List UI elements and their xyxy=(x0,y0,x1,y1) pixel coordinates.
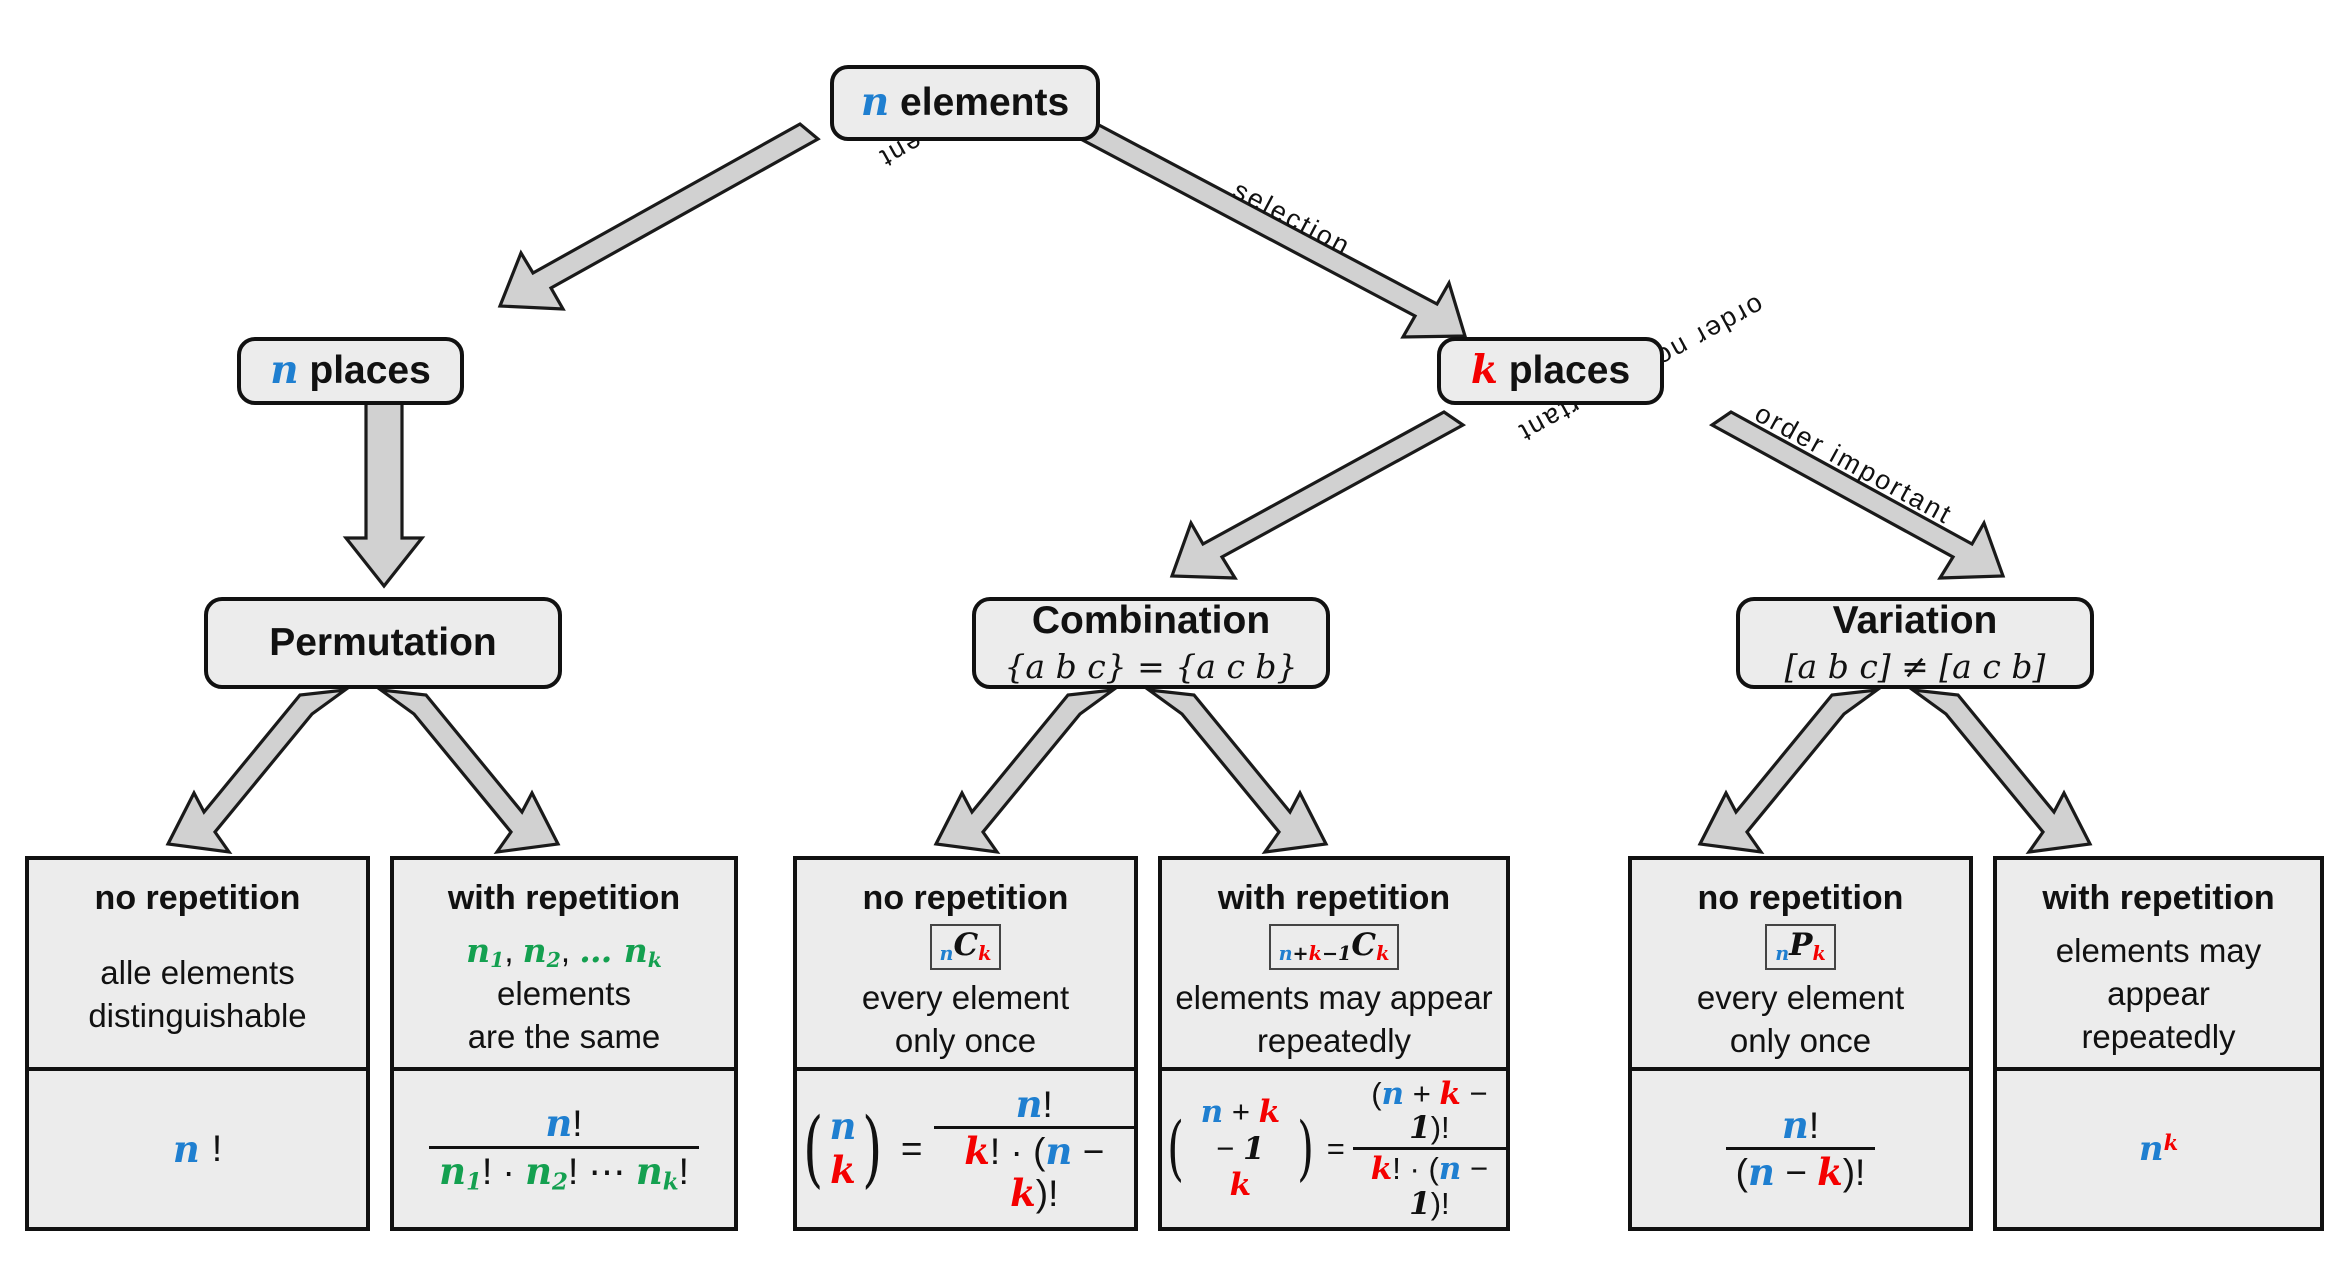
card-caption: no repetition xyxy=(1697,879,1904,917)
card-description: every element only once xyxy=(1632,972,1969,1067)
card-description: elements may appear repeatedly xyxy=(1997,922,2320,1067)
fraction-denominator: k! · (n − 1)! xyxy=(1352,1147,1506,1221)
card-formula: n! xyxy=(29,1067,366,1227)
card-symbol: n+k−1Ck xyxy=(1268,924,1400,971)
card-caption: with repetition xyxy=(2042,879,2275,917)
desc-line-2: only once xyxy=(894,1021,1037,1059)
symbol-n: n xyxy=(270,347,299,394)
card-formula: n! (n − k)! xyxy=(1632,1067,1969,1227)
arrow-variation-no-rep xyxy=(1697,687,1883,855)
node-combination-title: Combination xyxy=(1031,598,1271,642)
formula-exponent-k: k xyxy=(2163,1129,2179,1155)
arrow-permutation-no-rep xyxy=(165,687,351,855)
card-description: every element only once xyxy=(797,972,1134,1067)
fraction-numerator: n! xyxy=(1781,1102,1820,1147)
arrow-combination-with-rep xyxy=(1143,687,1329,855)
arrow-variation-with-rep xyxy=(1907,687,2093,855)
card-head: no repetition nCk xyxy=(797,860,1134,990)
card-caption: no repetition xyxy=(94,879,301,917)
card-head: no repetition xyxy=(29,860,366,956)
node-permutation[interactable]: Permutation xyxy=(204,597,562,689)
desc-line-1: every element xyxy=(1696,978,1905,1016)
node-variation-subtitle: [a b c] ≠ [a c b] xyxy=(1784,646,2046,686)
arrow-order-important xyxy=(1708,410,2006,580)
fraction-numerator: (n + k − 1)! xyxy=(1371,1075,1488,1147)
edge-label-order-important: order important xyxy=(1750,397,1958,531)
fraction-denominator: (n − k)! xyxy=(1725,1147,1876,1193)
arrow-combination-no-rep xyxy=(933,687,1119,855)
desc-line-2: distinguishable xyxy=(88,996,307,1034)
card-combination-with-repetition[interactable]: with repetition n+k−1Ck elements may app… xyxy=(1158,856,1510,1231)
card-variation-no-repetition[interactable]: no repetition nPk every element only onc… xyxy=(1628,856,1973,1231)
arrow-arrangement xyxy=(497,122,821,311)
symbol-k: k xyxy=(1470,347,1498,394)
card-symbol: nPk xyxy=(1765,924,1836,971)
equals-sign: = xyxy=(1326,1131,1345,1166)
arrow-order-not-important xyxy=(1169,410,1467,580)
node-n-elements[interactable]: n elements xyxy=(830,65,1100,141)
node-k-places-label: k places xyxy=(1470,347,1631,394)
desc-line-2: repeatedly xyxy=(1256,1021,1412,1059)
arrow-permutation-with-rep xyxy=(375,687,561,855)
card-head: no repetition nPk xyxy=(1632,860,1969,990)
formula-factorial: ! xyxy=(211,1128,223,1169)
card-caption: with repetition xyxy=(1217,879,1451,917)
desc-line-1: n1, n2, … nk elements xyxy=(466,930,662,1013)
formula-n: n xyxy=(172,1127,200,1171)
card-combination-no-repetition[interactable]: no repetition nCk every element only onc… xyxy=(793,856,1138,1231)
node-combination[interactable]: Combination {a b c} = {a c b} xyxy=(972,597,1330,689)
node-k-places[interactable]: k places xyxy=(1437,337,1664,405)
fraction-numerator: n! xyxy=(1015,1081,1053,1126)
card-description: elements may appear repeatedly xyxy=(1162,972,1506,1067)
card-head: with repetition xyxy=(1997,860,2320,956)
desc-line-1: every element xyxy=(861,978,1070,1016)
card-caption: with repetition xyxy=(447,879,681,917)
node-n-elements-label: n elements xyxy=(860,79,1070,126)
desc-line-1: alle elements xyxy=(100,953,295,991)
card-formula: nk xyxy=(1997,1067,2320,1227)
card-description: n1, n2, … nk elements are the same xyxy=(394,922,734,1067)
node-combination-subtitle: {a b c} = {a c b} xyxy=(1004,646,1298,686)
card-head: with repetition n+k−1Ck xyxy=(1162,860,1506,990)
fraction-denominator: k! · (n − k)! xyxy=(934,1126,1134,1214)
card-formula: n! n1! · n2! ⋯ nk! xyxy=(394,1067,734,1227)
formula-base-n: n xyxy=(2138,1129,2164,1169)
card-permutation-with-repetition[interactable]: with repetition n1, n2, … nk elements ar… xyxy=(390,856,738,1231)
node-variation[interactable]: Variation [a b c] ≠ [a c b] xyxy=(1736,597,2094,689)
node-variation-title: Variation xyxy=(1832,598,1998,642)
fraction-numerator: n! xyxy=(545,1101,583,1146)
desc-line-1: elements may appear xyxy=(1175,978,1493,1016)
symbol-n: n xyxy=(860,79,890,126)
card-description: alle elements distinguishable xyxy=(29,922,366,1067)
desc-line-1: elements may appear xyxy=(2055,932,2262,1013)
node-n-places[interactable]: n places xyxy=(237,337,464,405)
desc-line-2: repeatedly xyxy=(2081,1017,2236,1055)
equals-sign: = xyxy=(900,1128,923,1169)
card-variation-with-repetition[interactable]: with repetition elements may appear repe… xyxy=(1993,856,2324,1231)
desc-line-2: only once xyxy=(1729,1021,1872,1059)
arrow-selection xyxy=(1071,122,1468,339)
card-head: with repetition xyxy=(394,860,734,956)
card-caption: no repetition xyxy=(862,879,1069,917)
fraction-denominator: n1! · n2! ⋯ nk! xyxy=(429,1145,699,1195)
node-permutation-title: Permutation xyxy=(269,620,497,664)
card-symbol: nCk xyxy=(929,924,1002,971)
desc-line-2: are the same xyxy=(467,1018,661,1056)
card-permutation-no-repetition[interactable]: no repetition alle elements distinguisha… xyxy=(25,856,370,1231)
edge-label-selection: selection xyxy=(1228,174,1357,262)
arrow-n-places-permutation xyxy=(342,389,426,589)
node-n-places-label: n places xyxy=(270,347,431,394)
